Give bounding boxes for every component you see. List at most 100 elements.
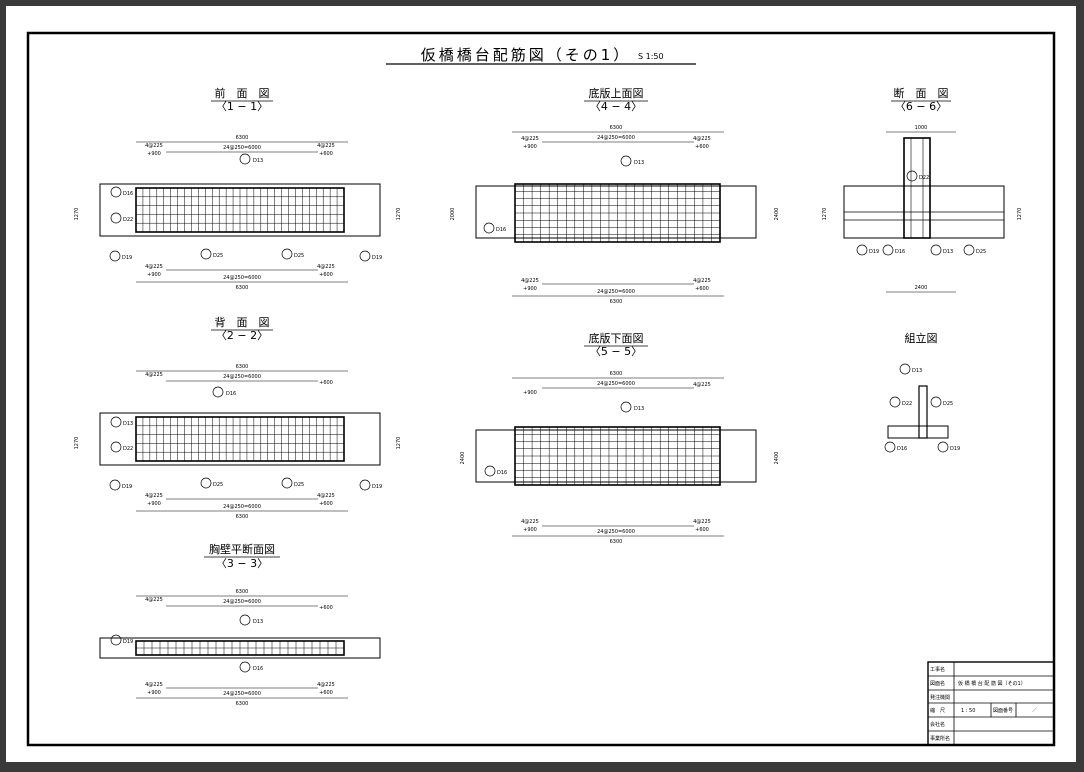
ft-dim-end-left: 4@225 bbox=[521, 136, 539, 142]
tb-label-number: 図面番号 bbox=[993, 707, 1013, 714]
sv-mark-2: D16 bbox=[895, 249, 905, 255]
front-dim-edge-left-bottom: +900 bbox=[147, 272, 161, 278]
parapet-view-title: 胸壁平断面図 bbox=[209, 542, 275, 556]
front-mark-4: D19 bbox=[122, 255, 132, 261]
front-mark-6: D25 bbox=[294, 253, 304, 259]
sv-dim-bottom: 2400 bbox=[915, 285, 928, 291]
tb-value-scale: 1 : 50 bbox=[961, 708, 975, 714]
ft-dim-edge-right-bottom: +600 bbox=[695, 286, 709, 292]
front-mark-5: D25 bbox=[213, 253, 223, 259]
parapet-mark-3: D19 bbox=[123, 639, 133, 645]
tb-label-drawing: 図面名 bbox=[930, 680, 945, 687]
parapet-dim-overall: 6300 bbox=[236, 589, 249, 595]
ft-dim-overall-bottom: 6300 bbox=[610, 299, 623, 305]
back-dim-height-left: 1270 bbox=[74, 437, 80, 450]
parapet-mark-1: D13 bbox=[253, 619, 263, 625]
ft-mark-1: D13 bbox=[634, 160, 644, 166]
fb-dim-span-bottom: 24@250=6000 bbox=[597, 529, 635, 535]
asm-mark-4: D16 bbox=[897, 446, 907, 452]
parapet-dim-end-right-bottom: 4@225 bbox=[317, 682, 335, 688]
fb-dim-edge-right-bottom: +600 bbox=[695, 527, 709, 533]
front-dim-overall-bottom: 6300 bbox=[236, 285, 249, 291]
back-view-title: 背 面 図 bbox=[215, 315, 270, 329]
back-mark-3: D22 bbox=[123, 446, 133, 452]
fb-dim-edge-left-bottom: +900 bbox=[523, 527, 537, 533]
back-dim-height-right: 1270 bbox=[396, 437, 402, 450]
back-dim-edge-right: +600 bbox=[319, 380, 333, 386]
tb-label-company: 会社名 bbox=[930, 721, 945, 728]
front-dim-end-right-bottom: 4@225 bbox=[317, 264, 335, 270]
sheet-border bbox=[26, 31, 1056, 747]
fb-dim-span: 24@250=6000 bbox=[597, 381, 635, 387]
front-dim-height-left: 1270 bbox=[74, 208, 80, 221]
drawing-scale-note: S 1:50 bbox=[638, 52, 664, 61]
ft-dim-end-left-bottom: 4@225 bbox=[521, 278, 539, 284]
asm-mark-3: D25 bbox=[943, 401, 953, 407]
parapet-dim-span-bottom: 24@250=6000 bbox=[223, 691, 261, 697]
parapet-dim-end-left: 4@225 bbox=[145, 597, 163, 603]
fb-dim-height-left: 2400 bbox=[460, 452, 466, 465]
fb-mark-1: D13 bbox=[634, 406, 644, 412]
footing-bottom-title: 底版下面図 bbox=[589, 331, 644, 345]
front-mark-7: D19 bbox=[372, 255, 382, 261]
front-dim-span-bottom: 24@250=6000 bbox=[223, 275, 261, 281]
footing-bottom-section: 〈5 − 5〉 bbox=[590, 345, 642, 358]
drawing-title: 仮橋橋台配筋図（その1） bbox=[421, 46, 632, 64]
tb-value-number: ／ bbox=[1032, 708, 1037, 714]
ft-dim-edge-left-bottom: +900 bbox=[523, 286, 537, 292]
fb-dim-overall-bottom: 6300 bbox=[610, 539, 623, 545]
fb-mark-2: D16 bbox=[497, 470, 507, 476]
front-view: 6300 24@250=6000 24@250=6000 6300 4@225 … bbox=[74, 135, 402, 291]
parapet-mark-2: D16 bbox=[253, 666, 263, 672]
sv-mark-1: D19 bbox=[869, 249, 879, 255]
assembly-view: D13 D22 D25 D16 D19 bbox=[884, 363, 960, 453]
fb-dim-edge-left: +900 bbox=[523, 390, 537, 396]
back-mark-5: D25 bbox=[213, 482, 223, 488]
back-dim-edge-left-bottom: +900 bbox=[147, 501, 161, 507]
drawing-canvas: 仮橋橋台配筋図（その1） S 1:50 前 面 図 〈1 − 1〉 背 面 図 … bbox=[26, 31, 1056, 747]
drawing-sheet: 仮橋橋台配筋図（その1） S 1:50 前 面 図 〈1 − 1〉 背 面 図 … bbox=[6, 6, 1076, 762]
front-mark-3: D22 bbox=[123, 217, 133, 223]
parapet-dim-end-left-bottom: 4@225 bbox=[145, 682, 163, 688]
parapet-view-section: 〈3 − 3〉 bbox=[216, 557, 268, 570]
front-view-title: 前 面 図 bbox=[215, 86, 270, 100]
tb-label-scale: 縮 尺 bbox=[930, 707, 945, 714]
back-view-section: 〈2 − 2〉 bbox=[216, 329, 268, 342]
back-dim-overall: 6300 bbox=[236, 364, 249, 370]
sv-mark-3: D13 bbox=[943, 249, 953, 255]
tb-label-office: 事業所名 bbox=[930, 735, 950, 742]
back-dim-end-left-bottom: 4@225 bbox=[145, 493, 163, 499]
footing-top-title: 底版上面図 bbox=[589, 86, 644, 100]
front-dim-end-right: 4@225 bbox=[317, 143, 335, 149]
ft-mark-2: D16 bbox=[496, 227, 506, 233]
ft-dim-end-right-bottom: 4@225 bbox=[693, 278, 711, 284]
front-dim-edge-right-bottom: +600 bbox=[319, 272, 333, 278]
asm-mark-5: D19 bbox=[950, 446, 960, 452]
asm-mark-1: D13 bbox=[912, 368, 922, 374]
ft-dim-height-right: 2400 bbox=[774, 208, 780, 221]
parapet-dim-overall-bottom: 6300 bbox=[236, 701, 249, 707]
back-mark-7: D19 bbox=[372, 484, 382, 490]
front-dim-edge-left: +900 bbox=[147, 151, 161, 157]
ft-dim-overall: 6300 bbox=[610, 125, 623, 131]
back-view: 6300 24@250=6000 24@250=6000 6300 4@225 … bbox=[74, 364, 402, 520]
fb-dim-end-left-bottom: 4@225 bbox=[521, 519, 539, 525]
footing-top-section: 〈4 − 4〉 bbox=[590, 100, 642, 113]
ft-dim-span-bottom: 24@250=6000 bbox=[597, 289, 635, 295]
section-view-title: 断 面 図 bbox=[894, 86, 949, 100]
sv-dim-top: 1000 bbox=[915, 125, 928, 131]
front-dim-edge-right: +600 bbox=[319, 151, 333, 157]
front-dim-end-left: 4@225 bbox=[145, 143, 163, 149]
back-dim-overall-bottom: 6300 bbox=[236, 514, 249, 520]
parapet-dim-edge-left-bottom: +900 bbox=[147, 690, 161, 696]
back-dim-span: 24@250=6000 bbox=[223, 374, 261, 380]
front-view-section: 〈1 − 1〉 bbox=[216, 100, 268, 113]
parapet-dim-edge-right-bottom: +600 bbox=[319, 690, 333, 696]
tb-label-project: 工事名 bbox=[930, 666, 945, 673]
back-dim-edge-right-bottom: +600 bbox=[319, 501, 333, 507]
asm-mark-2: D22 bbox=[902, 401, 912, 407]
footing-bottom-view: 6300 24@250=6000 24@250=6000 6300 +900 4… bbox=[460, 371, 780, 545]
front-mark-2: D16 bbox=[123, 191, 133, 197]
back-dim-end-right-bottom: 4@225 bbox=[317, 493, 335, 499]
sv-mark-5: D22 bbox=[919, 175, 929, 181]
